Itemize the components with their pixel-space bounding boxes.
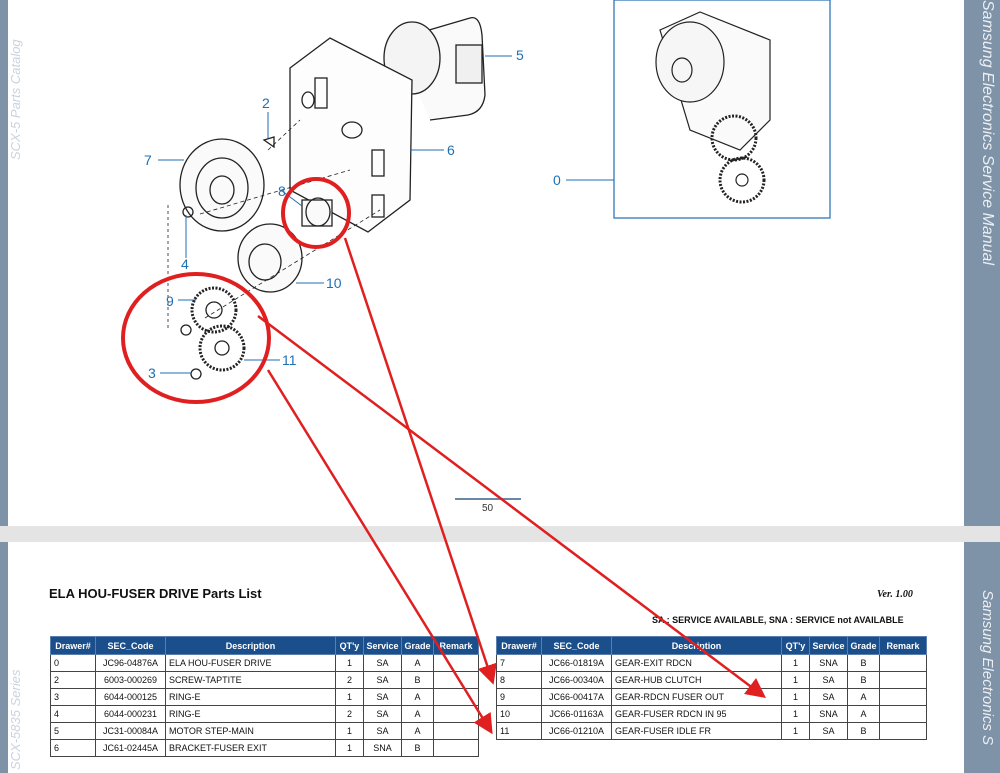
inset-gear-lower: [718, 156, 766, 204]
arrow-hub-clutch-to-row: [343, 237, 497, 685]
cell-code: JC66-01210A: [541, 722, 612, 740]
exploded-parts-diagram: [121, 0, 831, 404]
ring-e-4b: [180, 324, 192, 336]
assembly-line-d: [267, 119, 301, 151]
assembly-line-b: [199, 169, 351, 215]
screw-2: [262, 136, 275, 149]
right-side-title-top: Samsung Electronics Service Manual: [979, 0, 996, 266]
callout-8: 8: [278, 183, 286, 199]
gear-9-body: [190, 286, 238, 334]
exit-gear-inner: [209, 175, 235, 205]
callout-5: 5: [516, 47, 524, 63]
col-remark: Remark: [879, 636, 927, 655]
page-number: 50: [482, 503, 494, 514]
col-description: Description: [165, 636, 336, 655]
col-qty: QT'y: [781, 636, 810, 655]
callout-2: 2: [262, 95, 270, 111]
highlight-circle-hub-clutch: [281, 177, 351, 249]
hub-clutch-end: [305, 197, 331, 227]
callout-11: 11: [282, 352, 297, 368]
bracket-shaft-a: [314, 77, 328, 109]
cell-qty: 1: [335, 739, 364, 757]
gear-10-inner: [248, 243, 282, 281]
table-header-row: Drawer# SEC_Code Description QT'y Servic…: [50, 636, 479, 655]
inset-hub-inner: [671, 57, 693, 83]
highlight-circle-gears: [121, 272, 271, 404]
callout-9: 9: [166, 293, 174, 309]
leader-8: [281, 190, 303, 207]
callout-10: 10: [326, 275, 342, 291]
parts-table-left: Drawer# SEC_Code Description QT'y Servic…: [50, 636, 479, 757]
callout-0: 0: [553, 172, 561, 188]
col-grade: Grade: [847, 636, 880, 655]
right-margin-band: [964, 0, 1000, 773]
gear-11-hub: [214, 340, 230, 356]
inset-gear-lower-hub: [735, 173, 749, 187]
bracket-shaft-c: [371, 194, 385, 218]
callout-4: 4: [181, 256, 189, 272]
service-legend: SA : SERVICE AVAILABLE, SNA : SERVICE no…: [652, 615, 904, 625]
inset-gear-upper: [710, 114, 758, 162]
bracket-shaft-b: [371, 149, 385, 177]
left-margin-band: [0, 0, 8, 773]
exit-gear-outer: [179, 138, 265, 232]
gear-9-hub: [205, 301, 223, 319]
cell-code: JC61-02445A: [95, 739, 166, 757]
ring-e-4a: [182, 206, 194, 218]
motor-connector: [455, 44, 483, 84]
annotation-arrows: [257, 237, 766, 735]
callout-3: 3: [148, 365, 156, 381]
col-service: Service: [363, 636, 402, 655]
exit-gear-mid: [195, 157, 249, 219]
cell-remark: [433, 739, 479, 757]
assembly-line-c: [204, 209, 381, 319]
bracket-hole: [341, 121, 363, 139]
col-sec-code: SEC_Code: [95, 636, 166, 655]
page-gap: [0, 526, 1000, 542]
right-side-title-bottom: Samsung Electronics S: [979, 590, 996, 746]
callout-7: 7: [144, 152, 152, 168]
callout-6: 6: [447, 142, 455, 158]
cell-remark: [879, 722, 927, 740]
assembly-inset-box: [613, 0, 831, 219]
ring-e-3: [190, 368, 202, 380]
cell-grade: B: [847, 722, 880, 740]
page-number-rule: [455, 498, 521, 500]
col-qty: QT'y: [335, 636, 364, 655]
arrow-gear9-to-row: [257, 315, 766, 699]
bracket-shaft-a-end: [301, 91, 315, 109]
col-sec-code: SEC_Code: [541, 636, 612, 655]
cell-desc: GEAR-FUSER IDLE FR: [611, 722, 782, 740]
arrow-gear11-to-row: [266, 369, 493, 735]
gear-11-body: [198, 324, 246, 372]
parts-list-title: ELA HOU-FUSER DRIVE Parts List: [49, 586, 262, 601]
version-label: Ver. 1.00: [877, 589, 913, 600]
col-remark: Remark: [433, 636, 479, 655]
